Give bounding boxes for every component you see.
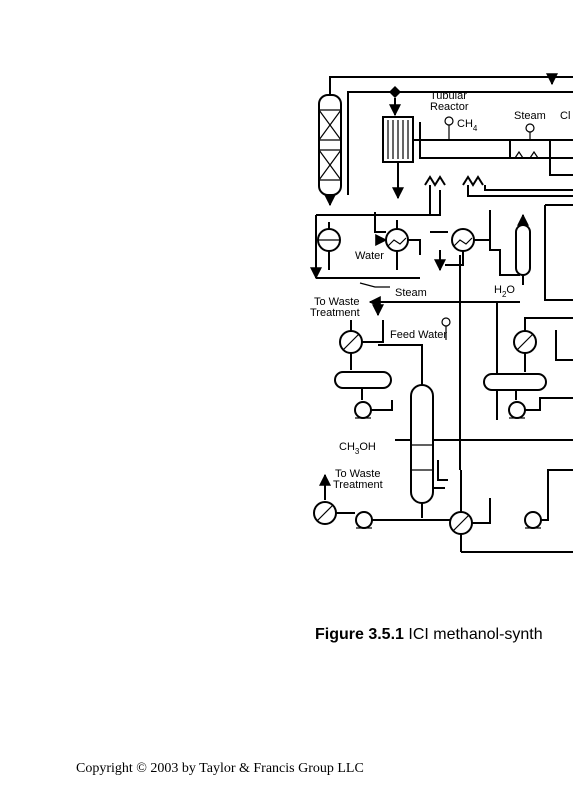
steam-nozzle — [525, 123, 535, 133]
vertical-separator — [515, 224, 531, 276]
label-ch3oh: CH3OH — [339, 441, 376, 456]
right-box — [555, 330, 573, 361]
label-water: Water — [355, 250, 384, 262]
figure-caption: Figure 3.5.1 ICI methanol-synth — [315, 626, 543, 644]
coil-a — [424, 175, 446, 187]
exchanger-1-coil — [387, 237, 407, 247]
label-h2o: H2O — [494, 284, 515, 299]
exchanger-2-out — [474, 210, 491, 241]
label-steam-top: Steam — [514, 110, 546, 122]
condenser-3-lines — [524, 317, 573, 372]
copyright-notice: Copyright © 2003 by Taylor & Francis Gro… — [76, 761, 364, 776]
right-vertical-line — [544, 205, 573, 301]
label-ch4: CH4 — [457, 118, 478, 133]
tubular-reactor — [382, 116, 414, 163]
figure-number: Figure 3.5.1 — [315, 626, 404, 643]
to-separator — [489, 210, 520, 276]
label-to-waste-2a: To Waste — [335, 468, 380, 480]
pump-3 — [508, 401, 526, 419]
label-steam-mid: Steam — [395, 287, 427, 299]
pump-3-out — [525, 397, 573, 411]
condenser-1-return — [362, 320, 384, 343]
pump-1 — [354, 401, 372, 419]
ch4-feed-nozzle — [444, 116, 454, 126]
reboiler-right — [472, 498, 491, 524]
top-valve — [389, 86, 401, 98]
pump-4 — [524, 511, 542, 529]
steam-coils — [514, 150, 539, 159]
exchanger-2-coil — [453, 237, 473, 247]
reflux-drum-2 — [483, 373, 547, 391]
steam-loop-lines — [509, 140, 573, 176]
reflux-drum-1 — [334, 371, 392, 389]
steam-pointer — [359, 282, 390, 288]
label-to-waste-2b: Treatment — [333, 479, 383, 491]
distillation-column — [410, 384, 434, 504]
top-header-line — [329, 76, 573, 95]
label-cut-top: Cl — [560, 110, 570, 122]
label-to-waste-1a: To Waste — [314, 296, 359, 308]
left-loop-top — [316, 190, 441, 216]
feed-water-nozzle — [441, 317, 451, 327]
reactor-right-loop — [419, 122, 573, 159]
pump-1-out — [371, 400, 393, 411]
figure-caption-text: ICI methanol-synth — [403, 626, 543, 643]
exchanger-1-loop — [374, 212, 386, 233]
saturator-column — [318, 94, 342, 196]
label-to-waste-1b: Treatment — [310, 307, 360, 319]
label-tubular: Tubular — [430, 90, 467, 102]
label-feed-water: Feed Water — [390, 329, 447, 341]
label-reactor: Reactor — [430, 101, 469, 113]
coil-b — [462, 175, 484, 187]
pump-4-out — [541, 469, 573, 521]
coil-line-right — [484, 185, 573, 191]
exchanger-1-out — [408, 239, 421, 255]
column-lower-line — [437, 460, 448, 481]
column-top-line — [378, 344, 423, 385]
pump-2 — [355, 511, 373, 529]
coil-lines — [429, 185, 573, 215]
exchanger-2-bottom — [445, 251, 464, 266]
feed-line-top — [347, 91, 573, 195]
